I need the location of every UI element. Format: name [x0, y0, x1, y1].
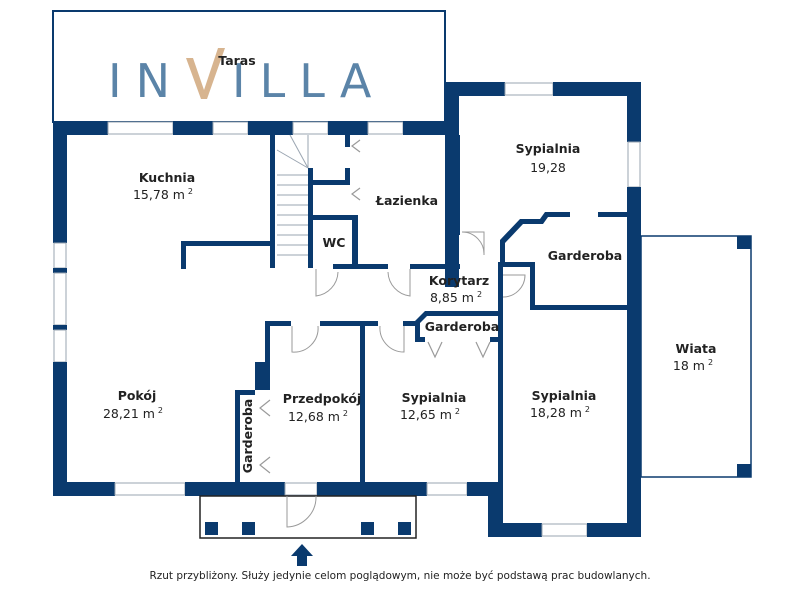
- room-name-korytarz: Korytarz: [429, 273, 489, 288]
- room-name-przedpokoj: Przedpokój: [283, 391, 361, 406]
- room-name-lazienka: Łazienka: [375, 193, 438, 208]
- room-name-pokoj: Pokój: [118, 388, 157, 403]
- room-name-wiata: Wiata: [676, 341, 717, 356]
- room-name-wc: WC: [323, 235, 346, 250]
- room-name-taras: Taras: [218, 53, 255, 68]
- disclaimer-caption: Rzut przybliżony. Służy jedynie celom po…: [149, 570, 651, 582]
- room-name-garderoba-1: Garderoba: [548, 248, 622, 263]
- room-area-sypialnia-1: 19,28: [530, 160, 566, 175]
- porch: [199, 495, 417, 539]
- room-name-kuchnia: Kuchnia: [139, 170, 195, 185]
- staircase: [276, 134, 309, 256]
- room-name-sypialnia-3: Sypialnia: [532, 388, 597, 403]
- invilla-logo: IN ILLA: [108, 48, 385, 108]
- doors: [259, 139, 526, 528]
- room-name-sypialnia-2: Sypialnia: [402, 390, 467, 405]
- interior-walls: [181, 135, 630, 527]
- carport-structure: [640, 235, 752, 478]
- room-name-garderoba-3: Garderoba: [240, 399, 255, 473]
- logo-v-mark: [186, 48, 225, 99]
- room-name-sypialnia-1: Sypialnia: [516, 141, 581, 156]
- logo-text-in: IN: [108, 54, 184, 108]
- exterior-walls: [53, 82, 641, 537]
- entrance-arrow-up-icon: [291, 544, 313, 566]
- logo-text-illa: ILLA: [232, 54, 385, 108]
- room-name-garderoba-2: Garderoba: [425, 319, 499, 334]
